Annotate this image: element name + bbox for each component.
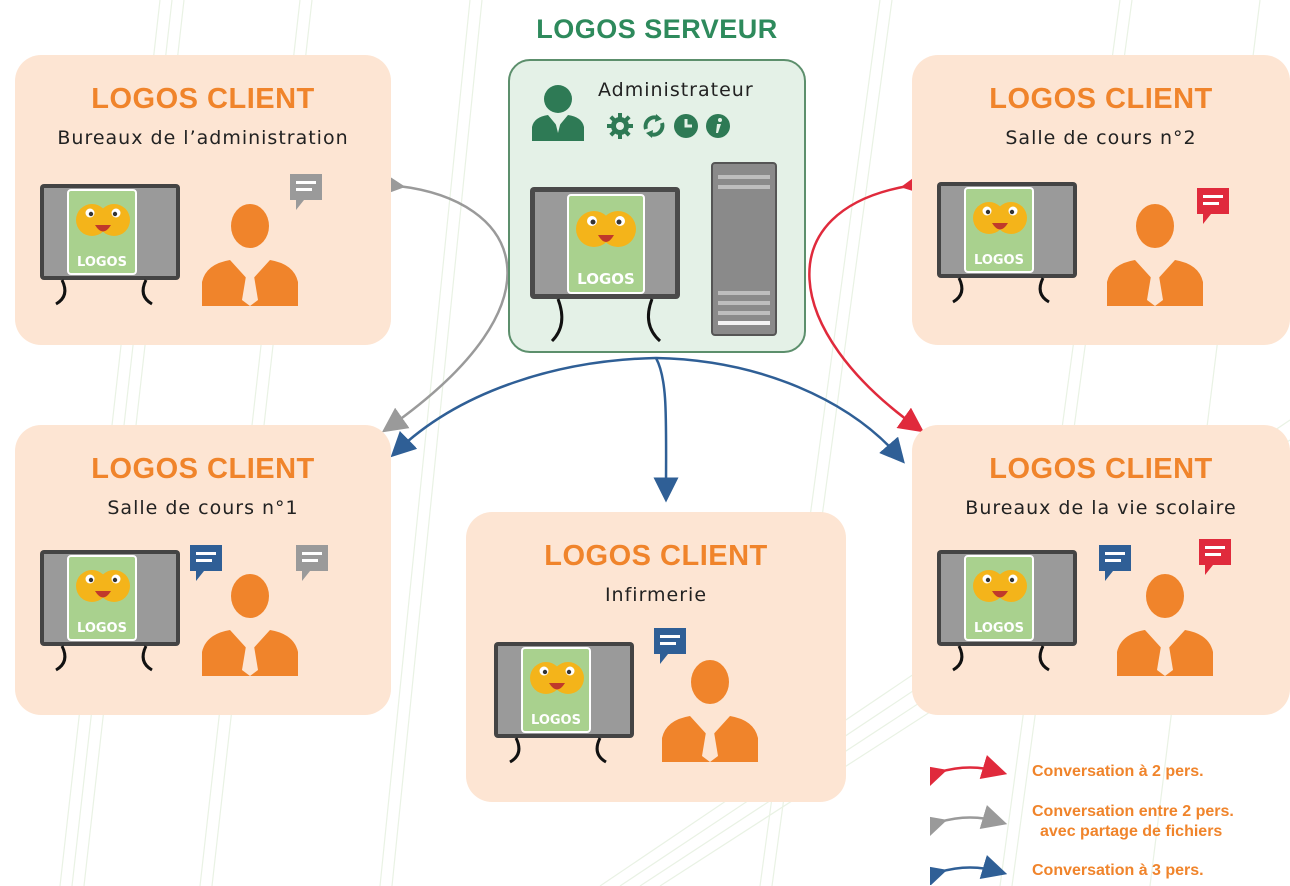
chat-bubble-icon xyxy=(1197,188,1229,224)
legend-gray-label-line1: Conversation entre 2 pers. xyxy=(1032,803,1234,820)
client-title: LOGOS CLIENT xyxy=(91,83,315,115)
client-user-icon xyxy=(1107,204,1203,306)
server-tower-icon xyxy=(711,162,777,336)
client-user-icon xyxy=(1117,574,1213,676)
server-monitor-icon: LOGOS xyxy=(530,187,680,343)
legend-blue-label: Conversation à 3 pers. xyxy=(1032,862,1204,879)
blue-link-arrow-right xyxy=(655,356,905,464)
server-panel: Administrateur LOGOS xyxy=(508,59,806,353)
client-logo-text: LOGOS xyxy=(77,621,127,636)
server-logo-text: LOGOS xyxy=(577,270,635,288)
chat-bubble-icon xyxy=(654,628,686,664)
legend-arrows xyxy=(930,755,1008,885)
client-title: LOGOS CLIENT xyxy=(544,540,768,572)
gear-icon[interactable] xyxy=(607,113,633,139)
client-subtitle: Salle de cours n°1 xyxy=(107,497,299,519)
client-logo-text: LOGOS xyxy=(974,621,1024,636)
legend-blue-arrow xyxy=(930,855,1008,885)
red-link-arrow xyxy=(808,170,928,433)
client-user-icon xyxy=(662,660,758,762)
chat-bubble-icon xyxy=(1099,545,1131,581)
refresh-icon[interactable] xyxy=(643,115,665,137)
admin-user-icon xyxy=(532,85,584,141)
client-logo-text: LOGOS xyxy=(531,713,581,728)
blue-link-arrow-down xyxy=(653,357,679,503)
client-logo-text: LOGOS xyxy=(974,253,1024,268)
client-monitor-icon: LOGOS xyxy=(40,184,180,306)
server-title: LOGOS SERVEUR xyxy=(536,14,778,44)
client-monitor-icon: LOGOS xyxy=(937,550,1077,672)
client-monitor-icon: LOGOS xyxy=(937,182,1077,304)
client-subtitle: Infirmerie xyxy=(604,584,708,606)
legend-red-arrow xyxy=(930,755,1008,789)
legend-gray-arrow xyxy=(930,805,1008,839)
client-subtitle: Bureaux de l’administration xyxy=(57,127,349,149)
info-icon[interactable] xyxy=(706,114,730,138)
client-user-icon xyxy=(202,204,298,306)
chat-bubble-icon xyxy=(190,545,222,581)
clock-icon[interactable] xyxy=(674,114,698,138)
client-logo-text: LOGOS xyxy=(77,255,127,270)
client-user-icon xyxy=(202,574,298,676)
gray-link-arrow xyxy=(379,171,509,433)
client-title: LOGOS CLIENT xyxy=(989,83,1213,115)
chat-bubble-icon xyxy=(290,174,322,210)
client-title: LOGOS CLIENT xyxy=(989,453,1213,485)
chat-bubble-icon xyxy=(1199,539,1231,575)
legend-red-label: Conversation à 2 pers. xyxy=(1032,763,1204,780)
client-title: LOGOS CLIENT xyxy=(91,453,315,485)
chat-bubble-icon xyxy=(296,545,328,581)
legend-gray-label-line2: avec partage de fichiers xyxy=(1040,823,1223,840)
client-subtitle: Salle de cours n°2 xyxy=(1005,127,1197,149)
client-monitor-icon: LOGOS xyxy=(40,550,180,672)
client-monitor-icon: LOGOS xyxy=(494,642,634,764)
blue-link-arrow-left xyxy=(390,356,657,458)
admin-label: Administrateur xyxy=(598,79,754,101)
admin-toolbar xyxy=(607,113,730,139)
client-subtitle: Bureaux de la vie scolaire xyxy=(965,497,1237,519)
